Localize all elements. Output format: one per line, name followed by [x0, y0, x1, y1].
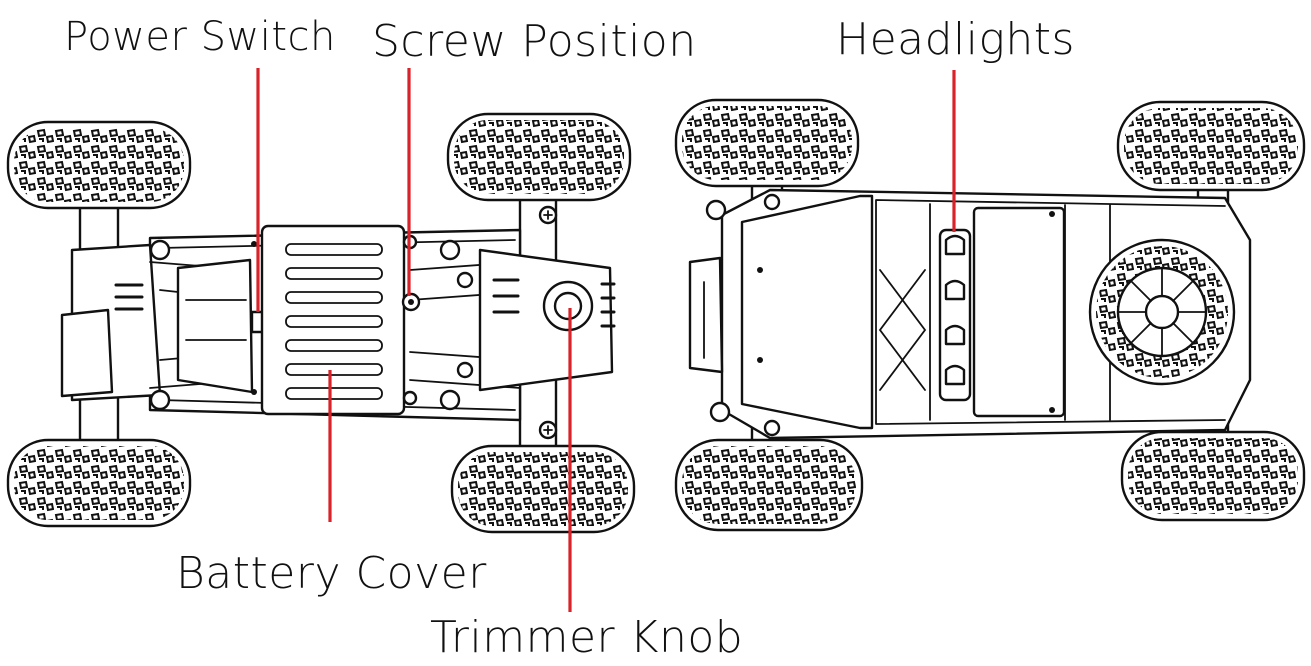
label-battery-cover: Battery Cover	[176, 548, 487, 599]
spare-tire	[1088, 238, 1236, 386]
tire-top-rear-right	[1120, 430, 1306, 522]
underside-view	[6, 112, 636, 534]
front-gearbox	[478, 248, 614, 392]
tire-top-front-left	[674, 98, 860, 188]
battery-cover	[260, 224, 406, 416]
tire-front-right	[450, 444, 636, 534]
hood	[740, 194, 874, 430]
label-headlights: Headlights	[836, 14, 1075, 65]
tire-rear-right	[6, 438, 192, 528]
tire-top-rear-left	[1116, 100, 1306, 192]
headlights	[944, 234, 966, 386]
label-power-switch: Power Switch	[64, 14, 336, 60]
tire-rear-left	[6, 120, 192, 210]
tire-front-left	[446, 112, 632, 202]
label-trimmer-knob: Trimmer Knob	[430, 612, 744, 663]
leader-lines	[256, 68, 956, 612]
tire-top-front-right	[674, 438, 864, 532]
top-view	[674, 98, 1306, 532]
label-screw-position: Screw Position	[372, 16, 697, 67]
battery-cover-vents	[285, 243, 383, 400]
